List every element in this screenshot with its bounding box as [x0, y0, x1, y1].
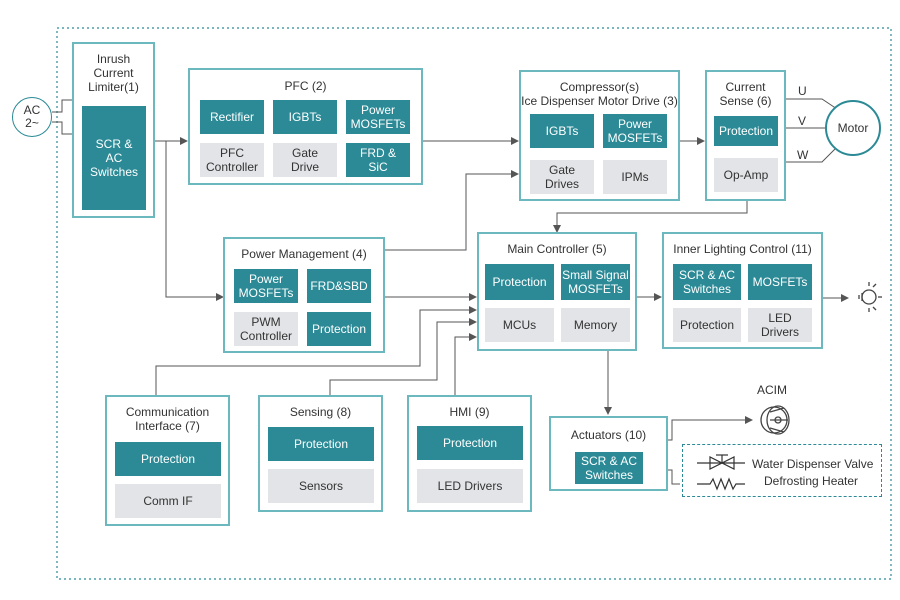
- phase-label-u: U: [798, 84, 807, 98]
- cell-gate-drive: Gate Drive: [273, 143, 337, 177]
- ac-source: AC 2~: [12, 97, 52, 137]
- cell-scr-ac-switches: SCR & AC Switches: [575, 452, 643, 484]
- inrush-current-limiter-block[interactable]: Inrush Current Limiter(1) SCR & AC Switc…: [72, 42, 155, 218]
- cell-protection: Protection: [115, 442, 221, 476]
- cell-protection: Protection: [268, 427, 374, 461]
- cell-led-drivers: LED Drivers: [748, 308, 812, 342]
- cell-frd-sic: FRD & SiC: [346, 143, 410, 177]
- block-title: Current Sense (6): [719, 80, 772, 108]
- block-title: Actuators (10): [570, 428, 647, 442]
- cell-gate-drives: Gate Drives: [530, 160, 594, 194]
- cell-ipms: IPMs: [603, 160, 667, 194]
- valve-symbol-icon: [697, 454, 745, 470]
- motor: Motor: [825, 100, 881, 156]
- cell-power-mosfets: Power MOSFETs: [234, 269, 298, 303]
- cell-memory: Memory: [561, 308, 630, 342]
- sensing-block[interactable]: Sensing (8) Protection Sensors: [258, 395, 383, 512]
- cell-sensors: Sensors: [268, 469, 374, 503]
- block-title: Power Management (4): [241, 247, 367, 261]
- block-title: HMI (9): [449, 405, 490, 419]
- block-title: PFC (2): [284, 79, 327, 93]
- block-title: Communication Interface (7): [125, 405, 210, 433]
- cell-igbts: IGBTs: [530, 114, 594, 148]
- hmi-block[interactable]: HMI (9) Protection LED Drivers: [407, 395, 532, 512]
- cell-protection: Protection: [673, 308, 741, 342]
- system-boundary: [56, 27, 892, 580]
- cell-igbts: IGBTs: [273, 100, 337, 134]
- resistor-symbol-icon: [697, 477, 745, 491]
- cell-led-drivers: LED Drivers: [417, 469, 523, 503]
- current-sense-block[interactable]: Current Sense (6) Protection Op-Amp: [705, 70, 786, 201]
- block-title: Inrush Current Limiter(1): [88, 52, 139, 94]
- cell-op-amp: Op-Amp: [714, 158, 778, 192]
- cell-pwm-controller: PWM Controller: [234, 312, 298, 346]
- cell-protection: Protection: [417, 426, 523, 460]
- inner-lighting-control-block[interactable]: Inner Lighting Control (11) SCR & AC Swi…: [662, 232, 823, 349]
- cell-small-signal-mosfets: Small Signal MOSFETs: [561, 264, 630, 300]
- block-title: Compressor(s) Ice Dispenser Motor Drive …: [521, 80, 678, 108]
- cell-power-mosfets: Power MOSFETs: [346, 100, 410, 134]
- cell-power-mosfets: Power MOSFETs: [603, 114, 667, 148]
- block-title: Sensing (8): [289, 405, 352, 419]
- cell-mosfets: MOSFETs: [748, 264, 812, 300]
- actuators-block[interactable]: Actuators (10) SCR & AC Switches: [549, 416, 668, 491]
- ac-source-label: AC 2~: [23, 103, 41, 130]
- cell-pfc-controller: PFC Controller: [200, 143, 264, 177]
- cell-scr-ac-switches: SCR & AC Switches: [673, 264, 741, 300]
- block-title: Main Controller (5): [507, 242, 607, 256]
- cell-protection: Protection: [307, 312, 371, 346]
- lightbulb-icon: [858, 282, 882, 312]
- cell-scr-ac-switches: SCR & AC Switches: [82, 106, 146, 210]
- phase-label-w: W: [797, 148, 809, 162]
- valve-heater-group: [682, 444, 882, 497]
- heater-label: Defrosting Heater: [764, 474, 859, 488]
- cell-protection: Protection: [485, 264, 554, 300]
- pfc-block[interactable]: PFC (2) Rectifier IGBTs Power MOSFETs PF…: [188, 68, 423, 185]
- block-title: Inner Lighting Control (11): [673, 242, 812, 256]
- power-management-block[interactable]: Power Management (4) Power MOSFETs FRD&S…: [223, 237, 385, 353]
- cell-protection: Protection: [714, 116, 778, 146]
- fan-motor-icon: [760, 405, 790, 435]
- cell-mcus: MCUs: [485, 308, 554, 342]
- acim-label: ACIM: [757, 383, 787, 397]
- cell-comm-if: Comm IF: [115, 484, 221, 518]
- cell-frd-sbd: FRD&SBD: [307, 269, 371, 303]
- phase-label-v: V: [798, 114, 807, 128]
- valve-label: Water Dispenser Valve: [752, 457, 874, 471]
- communication-interface-block[interactable]: Communication Interface (7) Protection C…: [105, 395, 230, 526]
- motor-label: Motor: [837, 121, 869, 135]
- main-controller-block[interactable]: Main Controller (5) Protection Small Sig…: [477, 232, 637, 351]
- compressor-drive-block[interactable]: Compressor(s) Ice Dispenser Motor Drive …: [519, 70, 680, 201]
- cell-rectifier: Rectifier: [200, 100, 264, 134]
